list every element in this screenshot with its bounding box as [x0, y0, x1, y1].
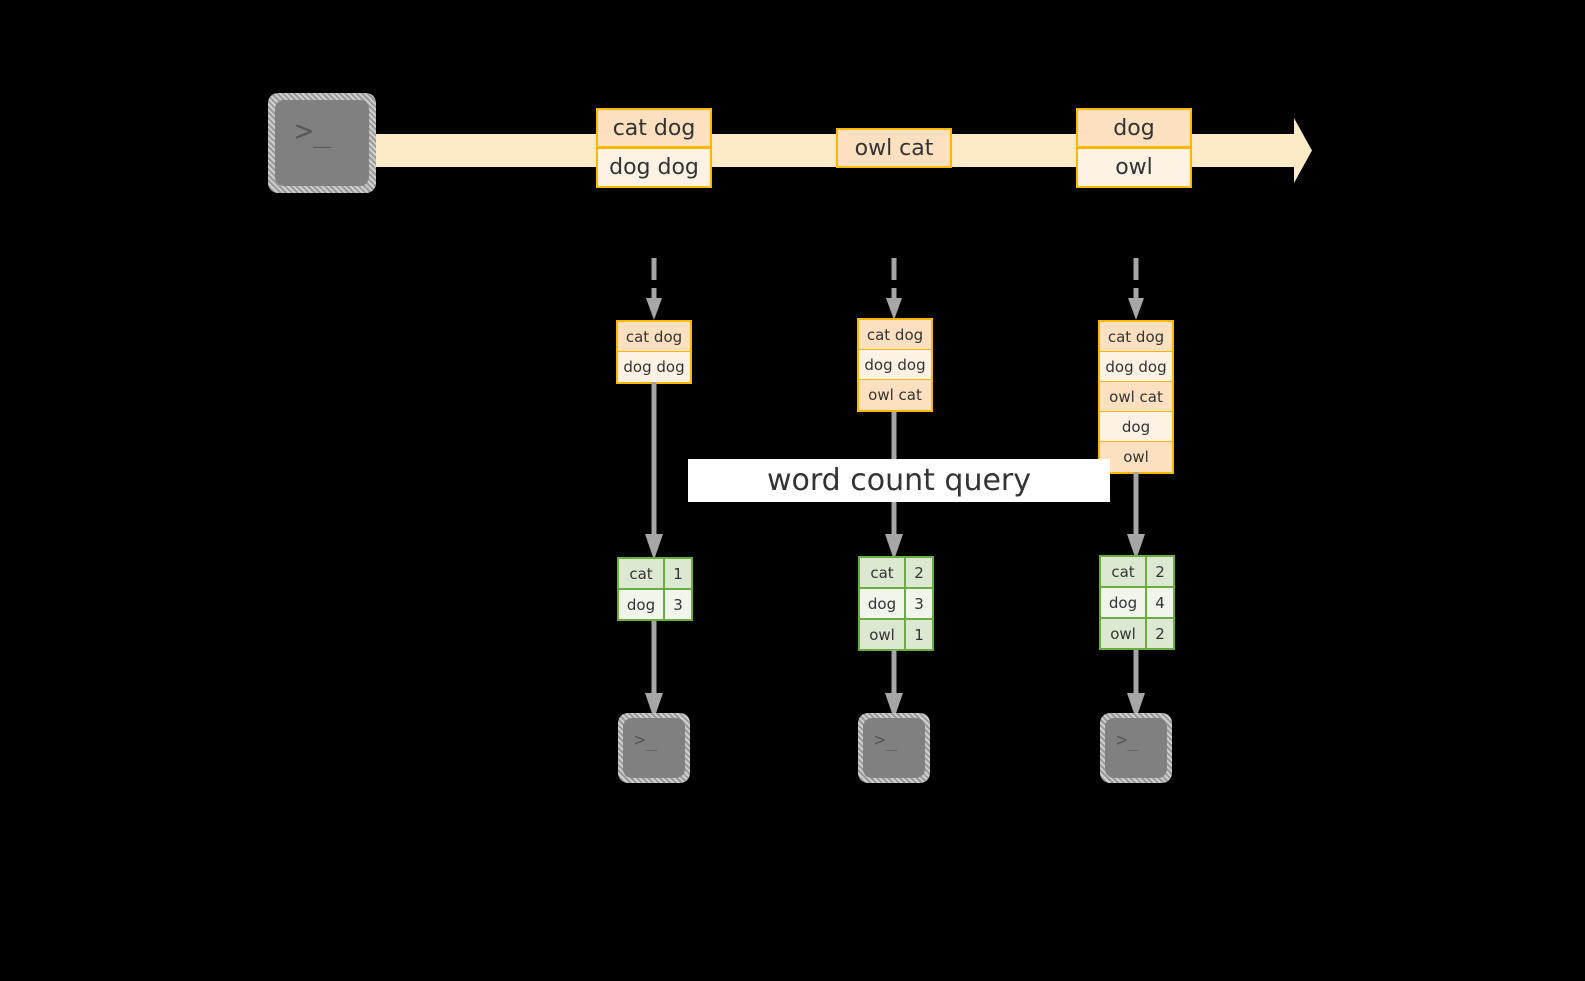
buffer-row: owl cat	[1100, 382, 1172, 412]
buffer-row: owl	[1100, 442, 1172, 472]
result-key: cat	[1101, 557, 1147, 586]
buffer-row: cat dog	[618, 322, 690, 352]
buffer-row: cat dog	[1100, 322, 1172, 352]
buffer-row: cat dog	[859, 320, 931, 350]
sink-connector-2	[883, 650, 905, 719]
result-table-1: cat 1 dog 3	[617, 557, 693, 621]
source-terminal-icon: >_	[268, 93, 376, 193]
result-row: dog 3	[619, 590, 691, 619]
result-row: cat 1	[619, 559, 691, 590]
result-row: dog 3	[860, 589, 932, 620]
result-value: 4	[1147, 588, 1173, 617]
terminal-body	[623, 718, 685, 778]
result-key: dog	[619, 590, 665, 619]
result-table-3: cat 2 dog 4 owl 2	[1099, 555, 1175, 650]
result-value: 2	[906, 558, 932, 587]
stream-record: owl	[1076, 148, 1192, 188]
result-value: 1	[665, 559, 691, 588]
result-value: 3	[906, 589, 932, 618]
sink-terminal-icon-1: >_	[618, 713, 690, 783]
result-row: cat 2	[1101, 557, 1173, 588]
query-connector-3	[1125, 472, 1147, 560]
sink-terminal-icon-2: >_	[858, 713, 930, 783]
result-value: 2	[1147, 619, 1173, 648]
buffer-row: dog dog	[859, 350, 931, 380]
terminal-prompt-glyph: >_	[295, 114, 332, 149]
terminal-prompt-glyph: >_	[634, 729, 657, 751]
result-table-2: cat 2 dog 3 owl 1	[858, 556, 934, 651]
dashed-connector-3	[1124, 258, 1148, 320]
result-value: 3	[665, 590, 691, 619]
result-row: cat 2	[860, 558, 932, 589]
terminal-body	[1105, 718, 1167, 778]
result-key: dog	[1101, 588, 1147, 617]
stream-record: dog	[1076, 108, 1192, 148]
result-value: 1	[906, 620, 932, 649]
terminal-prompt-glyph: >_	[874, 729, 897, 751]
result-key: owl	[1101, 619, 1147, 648]
sink-connector-3	[1125, 650, 1147, 719]
buffer-table-2: cat dog dog dog owl cat	[857, 318, 933, 412]
buffer-row: dog dog	[1100, 352, 1172, 382]
stream-record: owl cat	[836, 128, 952, 168]
query-connector-1	[643, 382, 665, 560]
dashed-connector-2	[882, 258, 906, 320]
buffer-row: dog	[1100, 412, 1172, 442]
sink-terminal-icon-3: >_	[1100, 713, 1172, 783]
stream-record: dog dog	[596, 148, 712, 188]
result-row: dog 4	[1101, 588, 1173, 619]
result-value: 2	[1147, 557, 1173, 586]
buffer-row: dog dog	[618, 352, 690, 382]
sink-connector-1	[643, 621, 665, 719]
query-label-text: word count query	[766, 463, 1032, 498]
result-key: owl	[860, 620, 906, 649]
buffer-row: owl cat	[859, 380, 931, 410]
terminal-body	[863, 718, 925, 778]
terminal-body	[275, 100, 369, 186]
stream-records-2: owl cat	[836, 128, 952, 168]
stream-records-3: dog owl	[1076, 108, 1192, 188]
result-key: dog	[860, 589, 906, 618]
result-key: cat	[619, 559, 665, 588]
stream-records-1: cat dog dog dog	[596, 108, 712, 188]
result-key: cat	[860, 558, 906, 587]
result-row: owl 1	[860, 620, 932, 649]
buffer-table-3: cat dog dog dog owl cat dog owl	[1098, 320, 1174, 474]
terminal-prompt-glyph: >_	[1116, 729, 1139, 751]
query-label: word count query	[688, 459, 1110, 502]
arrow-right-icon	[1272, 118, 1312, 183]
stream-record: cat dog	[596, 108, 712, 148]
result-row: owl 2	[1101, 619, 1173, 648]
buffer-table-1: cat dog dog dog	[616, 320, 692, 384]
dashed-connector-1	[642, 258, 666, 320]
